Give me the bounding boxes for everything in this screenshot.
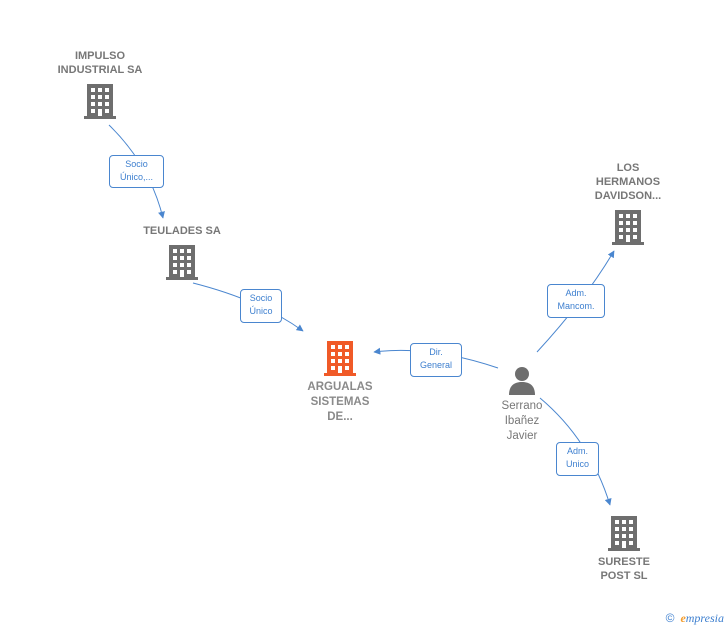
person-icon [509, 367, 535, 395]
brand-initial: e [680, 611, 686, 625]
node-sureste-post[interactable]: SURESTE POST SL [572, 515, 676, 583]
brand-name: mpresia [685, 611, 724, 625]
building-icon [612, 210, 644, 245]
building-icon [84, 84, 116, 119]
node-label: Serrano Ibañez Javier [501, 400, 543, 442]
edge-label-serrano-hermanos[interactable]: Adm. Mancom. [547, 284, 605, 318]
empresia-watermark: © empresia [666, 611, 724, 626]
node-serrano-ibanez-javier[interactable]: Serrano Ibañez Javier [480, 365, 564, 444]
edge-label-teulades-argualas[interactable]: Socio Único [240, 289, 282, 323]
node-argualas-sistemas[interactable]: ARGUALAS SISTEMAS DE... [288, 340, 392, 425]
node-label: TEULADES SA [143, 225, 221, 237]
node-label: LOS HERMANOS DAVIDSON... [594, 162, 662, 202]
node-impulso-industrial[interactable]: IMPULSO INDUSTRIAL SA [48, 49, 152, 119]
edge-label-impulso-teulades[interactable]: Socio Único,... [109, 155, 164, 188]
building-icon [324, 341, 356, 376]
node-los-hermanos-davidson[interactable]: LOS HERMANOS DAVIDSON... [576, 161, 680, 245]
node-label: ARGUALAS SISTEMAS DE... [307, 381, 373, 423]
edge-label-serrano-argualas[interactable]: Dir. General [410, 343, 462, 377]
node-teulades[interactable]: TEULADES SA [130, 224, 234, 280]
node-label: IMPULSO INDUSTRIAL SA [57, 50, 143, 76]
copyright-icon: © [665, 611, 675, 625]
node-label: SURESTE POST SL [598, 556, 650, 582]
building-icon [608, 516, 640, 551]
building-icon [166, 245, 198, 280]
edge-label-serrano-sureste[interactable]: Adm. Unico [556, 442, 599, 476]
